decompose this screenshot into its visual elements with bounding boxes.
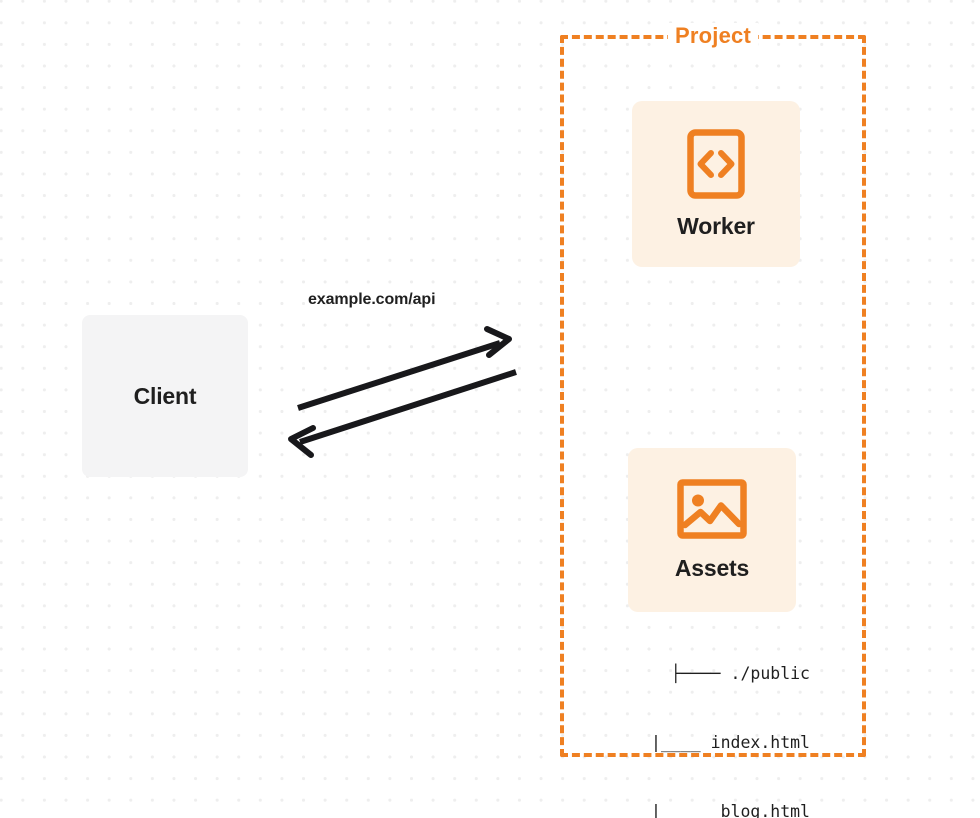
node-worker-label: Worker bbox=[677, 212, 755, 239]
node-client-label: Client bbox=[133, 382, 197, 409]
container-project: Project bbox=[560, 23, 866, 757]
assets-file-tree: ├──── ./public |____ index.html |____ bl… bbox=[600, 616, 810, 818]
node-assets-label: Assets bbox=[674, 554, 750, 581]
code-brackets-icon bbox=[687, 128, 745, 199]
container-project-label: Project bbox=[668, 23, 758, 49]
node-worker[interactable]: Worker bbox=[632, 101, 800, 267]
arrow-request bbox=[297, 326, 512, 411]
file-tree-row: |____ index.html bbox=[621, 733, 810, 752]
connection-label: example.com/api bbox=[308, 291, 436, 308]
node-client[interactable]: Client bbox=[82, 315, 248, 477]
node-assets[interactable]: Assets bbox=[628, 448, 796, 612]
file-tree-row: |____ blog.html bbox=[621, 802, 810, 818]
image-picture-icon bbox=[677, 478, 747, 539]
file-tree-row: ├──── ./public bbox=[670, 664, 810, 683]
arrow-response bbox=[288, 369, 517, 458]
